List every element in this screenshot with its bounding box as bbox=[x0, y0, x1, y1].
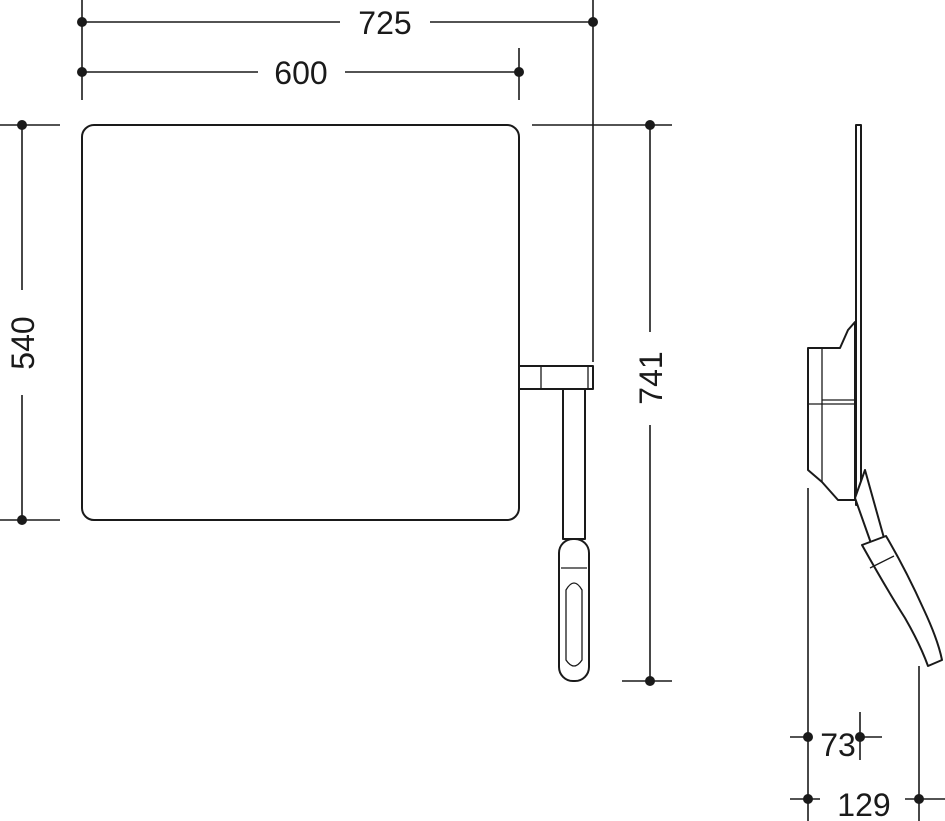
mirror-panel bbox=[81, 124, 520, 521]
tilt-rod bbox=[562, 388, 586, 540]
hinge-bracket bbox=[518, 365, 594, 390]
side-mirror-plate bbox=[855, 124, 862, 506]
side-wall-bracket bbox=[807, 321, 856, 501]
side-tilt-handle bbox=[861, 535, 943, 667]
dim-total-depth-label: 129 bbox=[837, 787, 890, 821]
tilt-handle-grip bbox=[558, 538, 590, 682]
front-view bbox=[81, 124, 594, 682]
dim-panel-height-label: 540 bbox=[5, 316, 41, 369]
dim-wall-depth-label: 73 bbox=[820, 727, 856, 763]
dim-overall-width-label: 725 bbox=[358, 5, 411, 41]
dim-overall-height-label: 741 bbox=[633, 351, 669, 404]
dim-panel-width-label: 600 bbox=[274, 55, 327, 91]
side-view bbox=[807, 124, 943, 667]
